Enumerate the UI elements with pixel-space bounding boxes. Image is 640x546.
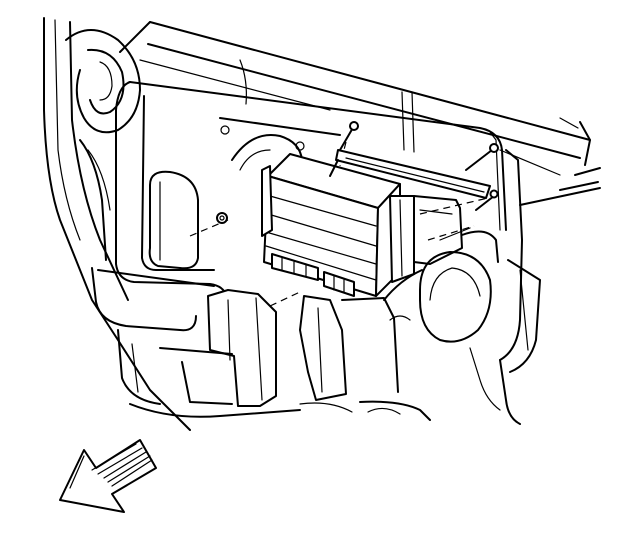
connector-icon (271, 253, 355, 297)
module (216, 121, 499, 297)
lower-bracket (91, 259, 541, 425)
left-pillar-panel (43, 17, 191, 431)
mounting-bolt-icon (216, 121, 499, 224)
direction-arrow-icon (59, 439, 157, 513)
upper-cowl-lines (119, 21, 601, 206)
bulkhead-panel (115, 59, 523, 361)
